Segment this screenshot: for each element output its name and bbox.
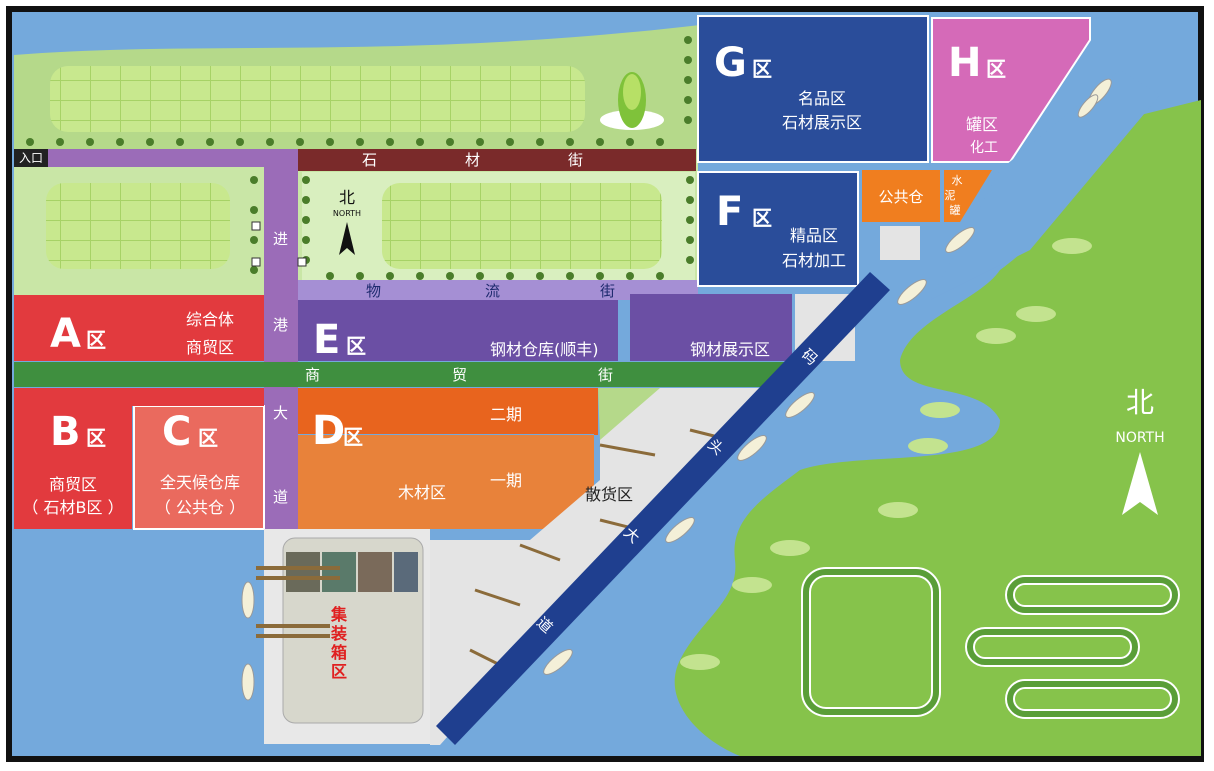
zone-g[interactable] (697, 15, 929, 163)
zone-b-line: （ 石材B区 ） (22, 498, 123, 517)
street-label: 道 (273, 488, 288, 506)
zone-f-letter: F (716, 189, 743, 235)
container-zone-label: 箱 (331, 643, 347, 662)
entrance-box (14, 149, 48, 167)
street-label: 进 (273, 230, 288, 248)
compass-large: 北 NORTH (1115, 386, 1165, 515)
marker-box (251, 221, 261, 231)
zone-d-sub: 木材区 (398, 483, 446, 502)
hedge-dots (26, 36, 694, 280)
street-label: 石 (362, 151, 377, 169)
zone-g-line: 石材展示区 (782, 113, 862, 132)
zone-e-line: 钢材仓库(顺丰) (490, 340, 599, 359)
zone-a[interactable] (14, 295, 264, 361)
zone-h-line: 化工 (970, 140, 998, 156)
boat-icons (241, 78, 1112, 701)
zone-a-suffix: 区 (86, 328, 106, 352)
public-warehouse[interactable] (862, 170, 940, 222)
container-zone-label: 装 (330, 624, 347, 643)
shicai-street (298, 149, 696, 171)
zone-c-suffix: 区 (198, 426, 218, 450)
street-label: 流 (485, 282, 500, 300)
street-label: 商 (305, 366, 320, 384)
cement-tank-label: 水 (952, 174, 963, 187)
cement-tank-label: 泥 (945, 189, 956, 202)
container-stacks (286, 552, 418, 592)
zone-f-suffix: 区 (752, 206, 772, 230)
cement-tank-label: 罐 (950, 204, 961, 217)
street-label: 材 (465, 151, 480, 169)
marker-box (297, 257, 307, 267)
street-label: 贸 (452, 366, 467, 384)
compass-small: 北 NORTH (333, 188, 361, 255)
public-warehouse-label: 公共仓 (878, 188, 923, 206)
svg-text:北: 北 (1126, 386, 1154, 419)
wuliu-street (298, 280, 698, 300)
zone-c-line: （ 公共仓 ） (155, 498, 245, 517)
zone-f[interactable] (697, 171, 859, 287)
cement-tank[interactable] (944, 170, 992, 222)
north-arrow-icon (1122, 452, 1158, 515)
zone-g-letter: G (714, 40, 747, 86)
zone-e[interactable] (298, 300, 618, 361)
svg-text:NORTH: NORTH (333, 209, 361, 218)
zone-e-showroom[interactable] (630, 294, 792, 361)
svg-text:NORTH: NORTH (1115, 430, 1164, 446)
zone-d-phase2: 二期 (490, 405, 522, 424)
zone-h-suffix: 区 (986, 57, 1006, 81)
zone-c-line: 全天候仓库 (160, 473, 240, 492)
rail-tracks (256, 566, 340, 638)
zone-e-letter: E (313, 317, 340, 363)
jingang-avenue (264, 149, 298, 529)
zone-f-line: 石材加工 (782, 251, 846, 270)
container-zone-label: 区 (331, 662, 347, 681)
zone-d-phase1: 一期 (490, 471, 522, 490)
zone-a-letter: A (50, 311, 81, 357)
zone-b[interactable] (14, 388, 132, 529)
tree-icon (600, 72, 664, 130)
street-label: 港 (273, 316, 288, 334)
bulk-cargo-label: 散货区 (585, 485, 633, 504)
zone-b-suffix: 区 (86, 426, 106, 450)
street-label: 街 (598, 366, 613, 384)
zone-a-line: 商贸区 (186, 338, 234, 357)
shangmao-street (14, 362, 784, 387)
zone-h-letter: H (948, 40, 981, 86)
zone-h[interactable] (931, 17, 1091, 163)
tree-cluster-icons (680, 238, 1092, 670)
zone-e-extra: 钢材展示区 (690, 340, 770, 359)
zone-h-line: 罐区 (966, 115, 998, 134)
entrance-label: 入口 (19, 151, 43, 165)
street-label: 物 (366, 282, 381, 300)
zone-d-phase2[interactable] (298, 388, 594, 434)
zone-c-letter: C (162, 409, 191, 455)
zone-f-line: 精品区 (790, 226, 838, 245)
zone-c[interactable] (133, 405, 265, 530)
container-zone-label: 集 (330, 605, 348, 624)
zone-g-suffix: 区 (752, 57, 772, 81)
zone-d-phase1[interactable] (298, 435, 594, 529)
west-field (46, 183, 230, 269)
street-label: 大 (273, 404, 288, 422)
street-label: 街 (568, 151, 583, 169)
marker-box (251, 257, 261, 267)
svg-text:北: 北 (339, 188, 355, 207)
zone-b-letter: B (50, 409, 81, 455)
central-field (382, 183, 662, 269)
zone-d-letter: D (312, 408, 345, 454)
zone-b-line: 商贸区 (49, 475, 97, 494)
zone-d-suffix: 区 (343, 425, 363, 449)
matou-avenue (436, 272, 890, 745)
north-field (50, 66, 585, 132)
zone-g-line: 名品区 (798, 89, 846, 108)
zone-a-line: 综合体 (186, 310, 234, 329)
street-label: 街 (600, 282, 615, 300)
zone-e-suffix: 区 (346, 334, 366, 358)
north-arrow-icon (339, 222, 355, 255)
entrance-road (14, 149, 298, 167)
